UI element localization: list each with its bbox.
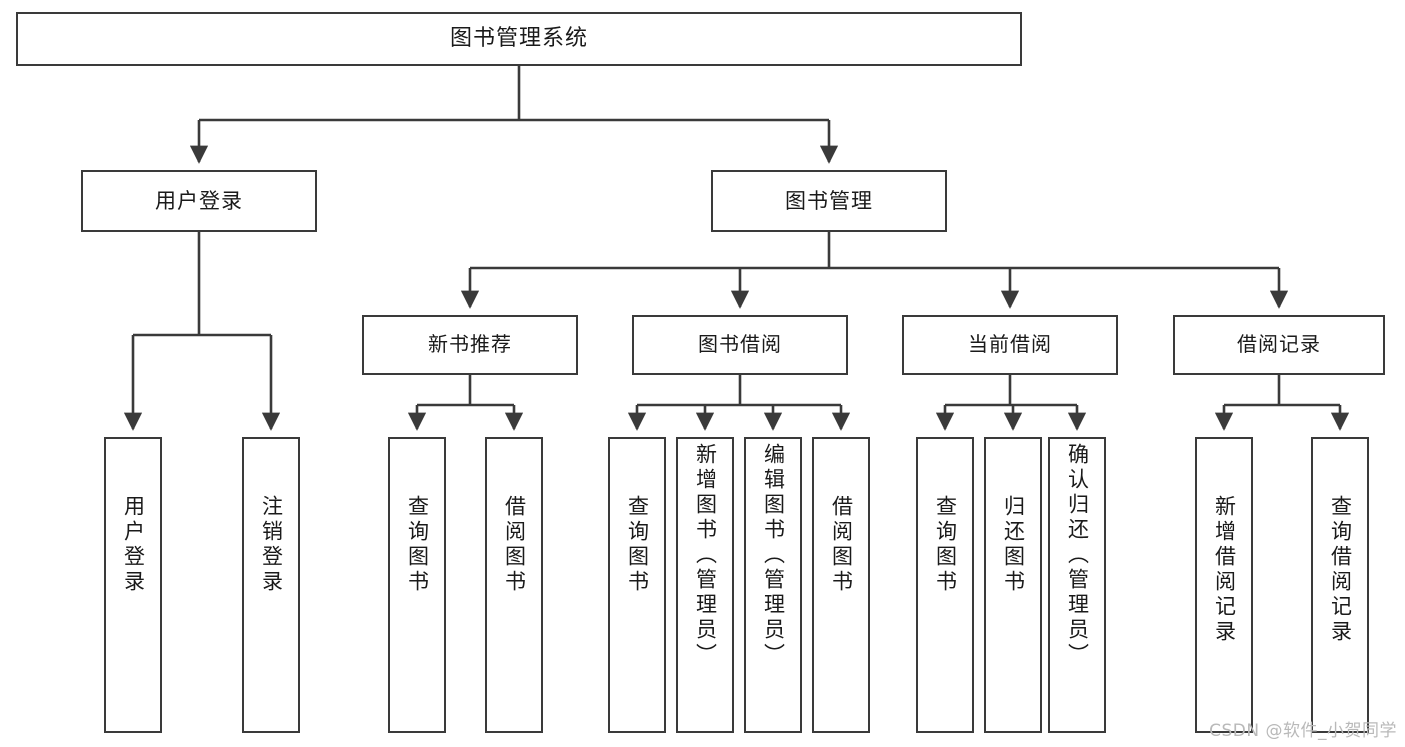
node-label: 查询图书	[405, 495, 430, 595]
node-label: 图书管理	[785, 188, 873, 213]
node-new-book-recommend[interactable]: 新书推荐	[362, 315, 578, 375]
leaf-borrow-edit-book[interactable]: 编辑图书（管理员）	[744, 437, 802, 733]
node-label: 借阅记录	[1237, 332, 1321, 357]
leaf-record-query-record[interactable]: 查询借阅记录	[1311, 437, 1369, 733]
leaf-borrow-query-book[interactable]: 查询图书	[608, 437, 666, 733]
node-label: 借阅图书	[829, 495, 854, 595]
leaf-user-login-logout[interactable]: 注销登录	[242, 437, 300, 733]
node-label: 用户登录	[121, 495, 146, 595]
node-label: 确认归还（管理员）	[1065, 443, 1090, 668]
leaf-current-query-book[interactable]: 查询图书	[916, 437, 974, 733]
node-label: 当前借阅	[968, 332, 1052, 357]
node-label: 用户登录	[155, 188, 243, 213]
node-label: 图书借阅	[698, 332, 782, 357]
node-label: 借阅图书	[502, 495, 527, 595]
leaf-borrow-add-book[interactable]: 新增图书（管理员）	[676, 437, 734, 733]
node-label: 归还图书	[1001, 495, 1026, 595]
node-label: 编辑图书（管理员）	[761, 443, 786, 668]
node-label: 图书管理系统	[449, 26, 588, 52]
leaf-new-book-borrow[interactable]: 借阅图书	[485, 437, 543, 733]
node-borrow-record[interactable]: 借阅记录	[1173, 315, 1385, 375]
node-book-borrow[interactable]: 图书借阅	[632, 315, 848, 375]
leaf-current-return-book[interactable]: 归还图书	[984, 437, 1042, 733]
node-user-login[interactable]: 用户登录	[81, 170, 317, 232]
leaf-borrow-borrow-book[interactable]: 借阅图书	[812, 437, 870, 733]
leaf-user-login-login[interactable]: 用户登录	[104, 437, 162, 733]
node-label: 注销登录	[259, 495, 284, 595]
leaf-current-confirm-return[interactable]: 确认归还（管理员）	[1048, 437, 1106, 733]
node-root-system[interactable]: 图书管理系统	[16, 12, 1022, 66]
node-label: 查询图书	[933, 495, 958, 595]
csdn-watermark: CSDN @软件_小贺同学	[1209, 721, 1397, 741]
leaf-new-book-query[interactable]: 查询图书	[388, 437, 446, 733]
leaf-record-add-record[interactable]: 新增借阅记录	[1195, 437, 1253, 733]
node-label: 查询图书	[625, 495, 650, 595]
node-label: 新增借阅记录	[1212, 495, 1237, 645]
node-current-borrow[interactable]: 当前借阅	[902, 315, 1118, 375]
node-book-management[interactable]: 图书管理	[711, 170, 947, 232]
node-label: 新增图书（管理员）	[693, 443, 718, 668]
node-label: 新书推荐	[428, 332, 512, 357]
node-label: 查询借阅记录	[1328, 495, 1353, 645]
